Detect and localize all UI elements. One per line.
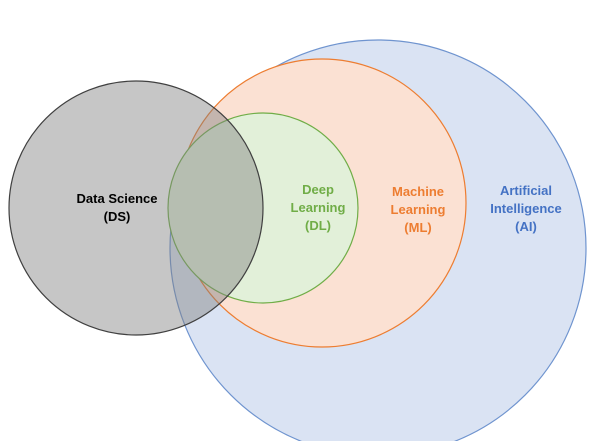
label-line: Machine — [391, 184, 444, 199]
label-machine-learning: Machine Learning (ML) — [391, 183, 446, 237]
label-line: Deep — [302, 182, 334, 197]
label-data-science: Data Science (DS) — [77, 190, 158, 226]
label-line: (ML) — [404, 220, 432, 235]
label-line: (DL) — [305, 218, 331, 233]
label-line: Data Science — [76, 191, 158, 206]
label-line: (DS) — [103, 209, 131, 224]
label-line: Learning — [290, 200, 346, 215]
label-line: Artificial — [499, 183, 552, 198]
circle-data-science — [8, 80, 264, 336]
label-artificial-intelligence: Artificial Intelligence (AI) — [490, 182, 562, 236]
label-deep-learning: Deep Learning (DL) — [291, 181, 346, 235]
label-line: Learning — [390, 202, 446, 217]
label-line: Intelligence — [490, 201, 562, 216]
label-line: (AI) — [515, 219, 537, 234]
